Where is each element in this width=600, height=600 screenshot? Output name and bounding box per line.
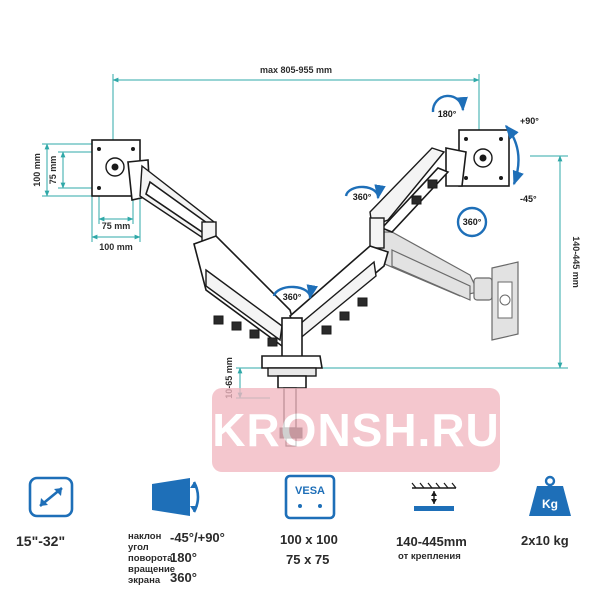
weight-icon-text: Kg [542, 497, 558, 511]
mount-height-value: 140-445mm [396, 534, 467, 549]
tilt-label-2: поворота [128, 553, 173, 564]
arm-upper-rotation-360-indicator: 360° [344, 184, 386, 202]
rotation-value: 180° [170, 550, 197, 565]
arm-lower-rotation-360-indicator: 360° [272, 284, 318, 302]
height-range-label: 140-445 mm [571, 236, 581, 288]
tilt-value: -45°/+90° [170, 530, 225, 545]
spec-tilt-rotation: наклон угол поворота вращение экрана -45… [110, 470, 270, 600]
clamp-range-label: 10-65 mm [224, 357, 234, 399]
vesa-height-75-label: 75 mm [48, 156, 58, 185]
tilt-labels: наклон угол поворота вращение экрана [128, 531, 175, 586]
diagonal-arrow-icon [28, 476, 74, 518]
load-value: 2x10 kg [521, 533, 569, 548]
right-arm [289, 147, 467, 342]
tilt-plus90-label: +90° [520, 116, 539, 126]
tilt-plus90-indicator: +90° -45° [505, 116, 539, 204]
tilt-minus45-label: -45° [520, 194, 537, 204]
vesa-dimensions: 100 mm 75 mm 75 mm 100 mm [32, 143, 141, 252]
vesa-height-100-label: 100 mm [32, 153, 42, 187]
mount-height-sub: от крепления [398, 551, 461, 562]
spec-vesa: VESA 100 x 100 75 x 75 [270, 470, 360, 600]
tilt-label-3: вращение [128, 564, 176, 575]
tilt-label-4: экрана [128, 575, 161, 586]
right-vesa-plate [458, 129, 510, 187]
max-width-label: max 805-955 mm [260, 65, 332, 75]
rotation-180-indicator: 180° [431, 94, 468, 119]
tilt-label-0: наклон [128, 531, 162, 542]
vesa-value-1: 75 x 75 [286, 552, 330, 567]
tilt-label-1: угол [128, 542, 149, 553]
mount-height-icon [411, 482, 457, 511]
vesa-width-100-label: 100 mm [99, 242, 133, 252]
vesa-icon-text: VESA [295, 485, 325, 497]
rotation-180-label: 180° [438, 109, 457, 119]
spec-load: Kg 2x10 kg [505, 470, 600, 600]
spec-screen-size: 15"-32" [0, 470, 110, 600]
specs-row: 15"-32" наклон угол поворота вращение эк… [0, 470, 600, 600]
arm-lower-rotation-360-label: 360° [283, 292, 302, 302]
vesa-width-75-label: 75 mm [102, 221, 131, 231]
height-dimension: 140-445 mm [320, 155, 581, 369]
monitor-rotation-360-indicator: 360° [456, 206, 488, 238]
vesa-icon: VESA [284, 474, 336, 520]
max-width-dimension: max 805-955 mm [112, 65, 480, 140]
left-arm [127, 159, 299, 347]
vesa-value-0: 100 x 100 [280, 532, 338, 547]
arm-upper-rotation-360-label: 360° [353, 192, 372, 202]
screen-size-value: 15"-32" [16, 533, 66, 549]
weight-icon: Kg [529, 475, 571, 516]
spec-mount-height: 140-445mm от крепления [380, 470, 490, 600]
lowered-arm-ghost [371, 231, 519, 341]
monitor-rotation-360-label: 360° [463, 217, 482, 227]
tilt-screen-icon [152, 478, 200, 516]
watermark: KRONSH.RU [212, 388, 500, 472]
spin-value: 360° [170, 570, 197, 585]
